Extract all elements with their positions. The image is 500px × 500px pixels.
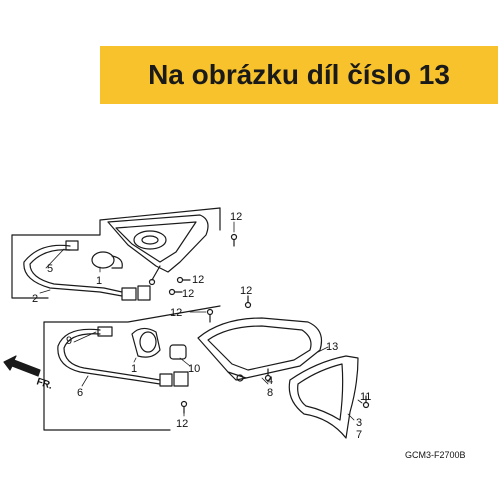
callout-1: 1 bbox=[96, 275, 102, 287]
callout-10: 10 bbox=[188, 363, 200, 375]
lower-housing bbox=[197, 317, 323, 382]
lower-wire-harness bbox=[57, 326, 189, 387]
diagram-code: GCM3-F2700B bbox=[405, 450, 466, 460]
front-direction-arrow-icon bbox=[3, 355, 41, 377]
upper-bulb bbox=[91, 251, 123, 269]
callout-12: 12 bbox=[192, 274, 204, 286]
callout-13: 13 bbox=[326, 341, 338, 353]
callout-8: 8 bbox=[267, 387, 273, 399]
lower-assembly-outline bbox=[43, 305, 221, 431]
part-13-cover bbox=[288, 355, 359, 439]
upper-housing bbox=[107, 214, 209, 286]
callout-3: 3 bbox=[356, 417, 362, 429]
upper-screws bbox=[168, 233, 252, 323]
upper-assembly-outline bbox=[11, 207, 221, 299]
leader-lines bbox=[39, 221, 363, 421]
direction-label: FR. bbox=[35, 376, 54, 392]
part-number-banner: Na obrázku díl číslo 13 bbox=[100, 46, 498, 104]
callout-12: 12 bbox=[170, 307, 182, 319]
callout-12: 12 bbox=[176, 418, 188, 430]
callout-2: 2 bbox=[32, 293, 38, 305]
callout-12: 12 bbox=[182, 288, 194, 300]
callout-12: 12 bbox=[240, 285, 252, 297]
callout-6: 6 bbox=[77, 387, 83, 399]
lower-screws bbox=[180, 368, 370, 414]
callout-1: 1 bbox=[131, 363, 137, 375]
callout-12: 12 bbox=[230, 211, 242, 223]
lower-bulb bbox=[131, 327, 187, 360]
callout-5: 5 bbox=[47, 263, 53, 275]
callout-7: 7 bbox=[356, 429, 362, 441]
callout-4: 4 bbox=[267, 375, 273, 387]
callout-labels: 12 5 1 2 12 12 12 12 9 1 10 6 4 8 13 12 … bbox=[32, 211, 371, 441]
banner-text: Na obrázku díl číslo 13 bbox=[148, 59, 450, 90]
upper-wire-harness bbox=[23, 240, 151, 301]
callout-9: 9 bbox=[66, 335, 72, 347]
callout-11: 11 bbox=[360, 391, 371, 403]
